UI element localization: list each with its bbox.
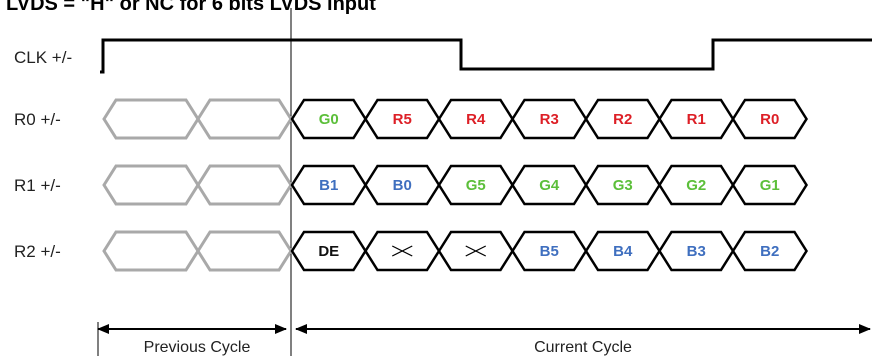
bit-label: G4 [539,177,560,194]
bit-label: R2 [613,111,632,128]
bit-label: B0 [393,177,412,194]
previous-cycle-bit-cell [102,98,200,140]
bit-cell: G0 [290,98,367,140]
bit-label: DE [318,243,339,260]
bit-label: R4 [466,111,486,128]
bit-label: G2 [686,177,706,194]
previous-cycle-bit-cell [196,98,293,140]
previous-cycle-bit-cell [196,230,293,272]
bit-label: R5 [393,111,412,128]
bit-cell [364,230,441,272]
bit-cell-outline [731,164,808,206]
bit-cell: G4 [511,164,588,206]
diagram-title: LVDS = "H" or NC for 6 bits LVDS input [6,0,376,15]
row-label: R1 +/- [14,176,61,195]
bit-cell-outline [731,230,808,272]
bit-cell: R0 [731,98,808,140]
bit-cell: G5 [437,164,514,206]
clk-label: CLK +/- [14,48,72,67]
current-cycle-label: Current Cycle [534,339,632,356]
bit-cell: B5 [511,230,588,272]
unused-bit-cross-icon [465,245,487,257]
clk-waveform [100,38,872,74]
bit-label: R1 [687,111,706,128]
unused-bit-cross-icon [391,245,413,257]
bit-cell: R5 [364,98,441,140]
bit-cell: R3 [511,98,588,140]
signal-row-r2: R2 +/- DE B5 B4 B3 B2 [14,230,808,272]
bit-label: B1 [319,177,338,194]
bit-cell: G1 [731,164,808,206]
bit-cell [437,230,514,272]
bit-cell: B0 [364,164,441,206]
bit-cell: G3 [584,164,661,206]
previous-cycle-label: Previous Cycle [144,339,251,356]
bit-label: G1 [760,177,780,194]
bit-label: R3 [540,111,559,128]
bit-cell-outline [731,98,808,140]
bit-label: B3 [687,243,706,260]
signal-row-r0: R0 +/- G0 R5 R4 R3 R2 R1 R0 [14,98,808,140]
signal-row-r1: R1 +/- B1 B0 G5 G4 G3 G2 G1 [14,164,808,206]
bit-cell: DE [290,230,367,272]
bit-cell: B2 [731,230,808,272]
bit-cell: B3 [658,230,735,272]
bit-label: G5 [466,177,486,194]
row-label: R2 +/- [14,242,61,261]
bit-cell: G2 [658,164,735,206]
bit-label: B2 [760,243,779,260]
previous-cycle-bit-cell [196,164,293,206]
bit-cell: R1 [658,98,735,140]
bit-label: G3 [613,177,633,194]
bit-cell: R2 [584,98,661,140]
row-label: R0 +/- [14,110,61,129]
bit-cell: R4 [437,98,514,140]
bit-label: B5 [540,243,559,260]
bit-label: R0 [760,111,779,128]
previous-cycle-bit-cell [102,230,200,272]
bit-cell: B1 [290,164,367,206]
bit-label: B4 [613,243,633,260]
previous-cycle-bit-cell [102,164,200,206]
bit-cell: B4 [584,230,661,272]
bit-label: G0 [319,111,339,128]
